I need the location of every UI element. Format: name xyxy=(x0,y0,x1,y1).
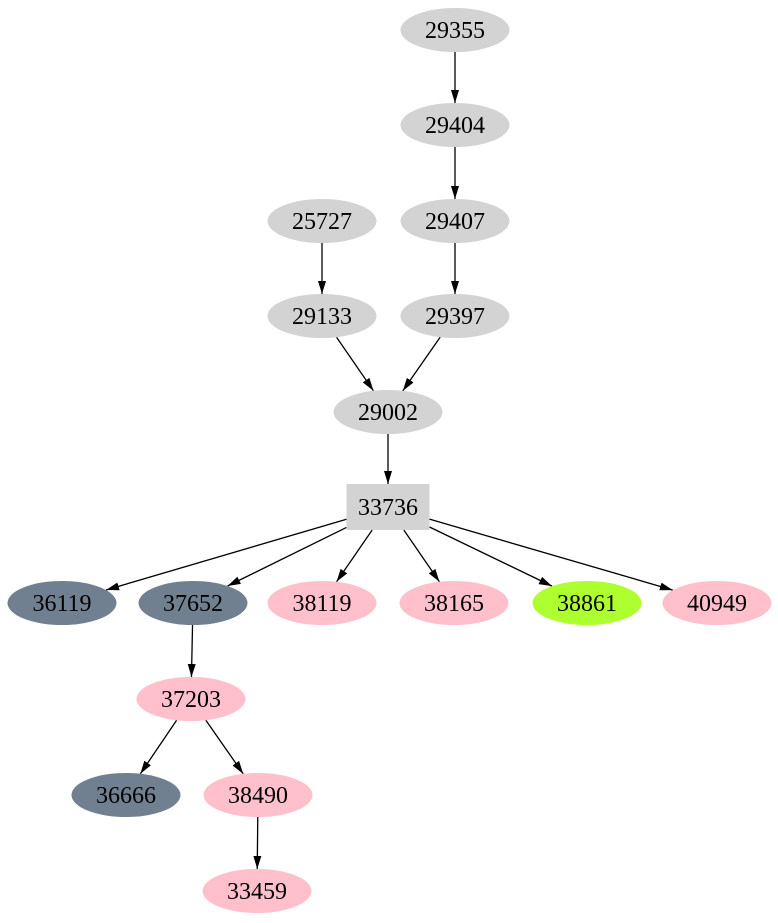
node-label: 29397 xyxy=(425,304,485,330)
node-29355: 29355 xyxy=(400,8,510,52)
node-shape-ellipse xyxy=(71,773,181,817)
node-label: 29002 xyxy=(358,400,418,426)
node-29404: 29404 xyxy=(400,103,510,147)
node-label: 38861 xyxy=(557,591,617,617)
node-label: 33459 xyxy=(227,879,287,905)
node-shape-ellipse xyxy=(400,8,510,52)
node-36666: 36666 xyxy=(71,773,181,817)
node-label: 25727 xyxy=(292,209,352,235)
node-29397: 29397 xyxy=(400,294,510,338)
edge-33736-36119 xyxy=(105,518,347,591)
node-layer: 29355 29404 29407 25727 29133 29397 29002 33736… xyxy=(7,8,772,913)
edge-38490-33459 xyxy=(253,816,262,870)
node-label: 36119 xyxy=(32,591,91,617)
node-label: 38490 xyxy=(228,783,288,809)
node-33736: 33736 xyxy=(346,484,430,530)
node-37203: 37203 xyxy=(136,677,246,721)
edge-29133-29002 xyxy=(336,336,374,392)
node-shape-ellipse xyxy=(400,199,510,243)
node-29002: 29002 xyxy=(333,390,443,434)
node-label: 37652 xyxy=(163,591,223,617)
node-shape-box xyxy=(346,484,430,530)
node-label: 33736 xyxy=(358,495,418,521)
edge-29397-29002 xyxy=(402,336,441,392)
node-shape-ellipse xyxy=(400,294,510,338)
node-label: 29133 xyxy=(292,304,352,330)
node-shape-ellipse xyxy=(202,869,312,913)
node-label: 38119 xyxy=(292,591,351,617)
node-shape-ellipse xyxy=(203,773,313,817)
node-shape-ellipse xyxy=(267,581,377,625)
node-shape-ellipse xyxy=(267,294,377,338)
node-label: 37203 xyxy=(161,687,221,713)
node-shape-ellipse xyxy=(400,103,510,147)
node-38165: 38165 xyxy=(399,581,509,625)
node-label: 36666 xyxy=(96,783,156,809)
node-29407: 29407 xyxy=(400,199,510,243)
node-38119: 38119 xyxy=(267,581,377,625)
node-shape-ellipse xyxy=(333,390,443,434)
edge-layer xyxy=(105,52,674,870)
node-shape-ellipse xyxy=(267,199,377,243)
edge-37652-37203 xyxy=(187,624,196,678)
node-36119: 36119 xyxy=(7,581,117,625)
node-shape-ellipse xyxy=(399,581,509,625)
edge-37203-36666 xyxy=(139,719,178,775)
edge-33736-38165 xyxy=(403,529,440,583)
edge-33736-38119 xyxy=(336,529,373,583)
edge-37203-38490 xyxy=(205,719,244,775)
node-40949: 40949 xyxy=(662,581,772,625)
edge-33736-40949 xyxy=(429,518,674,591)
node-label: 38165 xyxy=(424,591,484,617)
node-shape-ellipse xyxy=(7,581,117,625)
node-37652: 37652 xyxy=(138,581,248,625)
node-25727: 25727 xyxy=(267,199,377,243)
node-label: 29407 xyxy=(425,209,485,235)
node-label: 40949 xyxy=(687,591,747,617)
node-38861: 38861 xyxy=(532,581,642,625)
node-33459: 33459 xyxy=(202,869,312,913)
node-label: 29355 xyxy=(425,18,485,44)
edge-33736-38861 xyxy=(429,526,553,587)
edge-33736-37652 xyxy=(227,526,347,587)
node-label: 29404 xyxy=(425,113,485,139)
node-38490: 38490 xyxy=(203,773,313,817)
node-29133: 29133 xyxy=(267,294,377,338)
node-shape-ellipse xyxy=(138,581,248,625)
node-shape-ellipse xyxy=(532,581,642,625)
node-shape-ellipse xyxy=(662,581,772,625)
node-shape-ellipse xyxy=(136,677,246,721)
